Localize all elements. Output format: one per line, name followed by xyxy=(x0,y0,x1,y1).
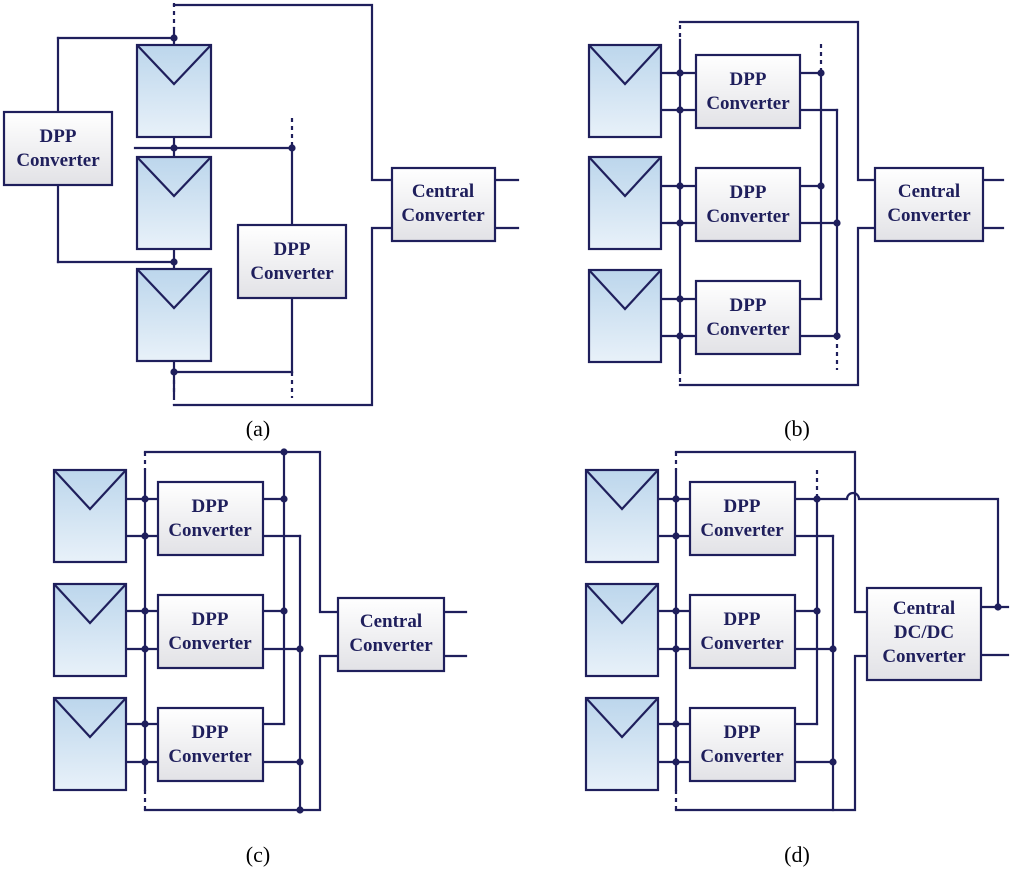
converter-label: Converter xyxy=(706,319,790,340)
dpp-label: DPP xyxy=(724,609,761,630)
converter-label: Converter xyxy=(16,150,100,171)
pv-panel xyxy=(135,155,213,251)
converter-label: Converter xyxy=(168,633,252,654)
dpp-converter-box xyxy=(694,279,802,356)
central-label: Central xyxy=(360,611,422,632)
converter-label: Converter xyxy=(700,746,784,767)
dpp-label: DPP xyxy=(192,496,229,517)
caption-b: (b) xyxy=(784,416,810,441)
caption-c: (c) xyxy=(246,842,270,867)
converter-label: Converter xyxy=(887,205,971,226)
dpp-label: DPP xyxy=(40,126,77,147)
dpp-label: DPP xyxy=(274,239,311,260)
dcdc-label: DC/DC xyxy=(894,622,954,643)
pv-panel xyxy=(52,468,128,564)
dpp-label: DPP xyxy=(192,722,229,743)
pv-panel xyxy=(52,696,128,792)
pv-panel xyxy=(584,696,660,792)
dpp-converter-box xyxy=(694,53,802,130)
dpp-label: DPP xyxy=(724,496,761,517)
dpp-converter-box xyxy=(688,706,797,783)
pv-panel xyxy=(587,43,663,139)
panel-b: DPP Converter DPP Converter DPP Converte… xyxy=(587,20,1005,441)
central-converter-box xyxy=(873,166,985,243)
dpp-converter-box xyxy=(2,110,114,187)
central-label: Central xyxy=(893,598,955,619)
central-label: Central xyxy=(898,181,960,202)
central-dcdc-converter-box xyxy=(865,586,983,682)
central-converter-box xyxy=(336,596,446,673)
dpp-label: DPP xyxy=(724,722,761,743)
pv-panel xyxy=(135,43,213,139)
dpp-converter-box xyxy=(156,706,265,783)
central-converter-box xyxy=(390,166,497,243)
converter-label: Converter xyxy=(882,646,966,667)
converter-label: Converter xyxy=(250,263,334,284)
central-label: Central xyxy=(412,181,474,202)
pv-panel xyxy=(52,582,128,678)
dpp-label: DPP xyxy=(730,295,767,316)
converter-label: Converter xyxy=(349,635,433,656)
dpp-converter-box xyxy=(156,593,265,670)
converter-label: Converter xyxy=(700,520,784,541)
caption-d: (d) xyxy=(784,842,810,867)
converter-label: Converter xyxy=(706,206,790,227)
dpp-converter-box xyxy=(694,166,802,243)
dpp-label: DPP xyxy=(730,69,767,90)
dpp-converter-box xyxy=(688,593,797,670)
panel-c: DPP Converter DPP Converter DPP Converte… xyxy=(52,448,468,867)
converter-label: Converter xyxy=(168,746,252,767)
dpp-converter-box xyxy=(688,480,797,557)
pv-panel xyxy=(587,268,663,364)
converter-label: Converter xyxy=(401,205,485,226)
converter-label: Converter xyxy=(700,633,784,654)
converter-label: Converter xyxy=(168,520,252,541)
pv-panel xyxy=(584,582,660,678)
dpp-converter-box xyxy=(156,480,265,557)
dpp-converter-box xyxy=(236,223,348,300)
converter-label: Converter xyxy=(706,93,790,114)
panel-a: DPP Converter DPP Converter Central Conv… xyxy=(2,3,520,441)
caption-a: (a) xyxy=(246,416,270,441)
dpp-label: DPP xyxy=(730,182,767,203)
pv-panel xyxy=(135,267,213,363)
pv-panel xyxy=(584,468,660,564)
panel-d: DPP Converter DPP Converter DPP Converte… xyxy=(584,450,1010,867)
dpp-label: DPP xyxy=(192,609,229,630)
pv-panel xyxy=(587,155,663,251)
